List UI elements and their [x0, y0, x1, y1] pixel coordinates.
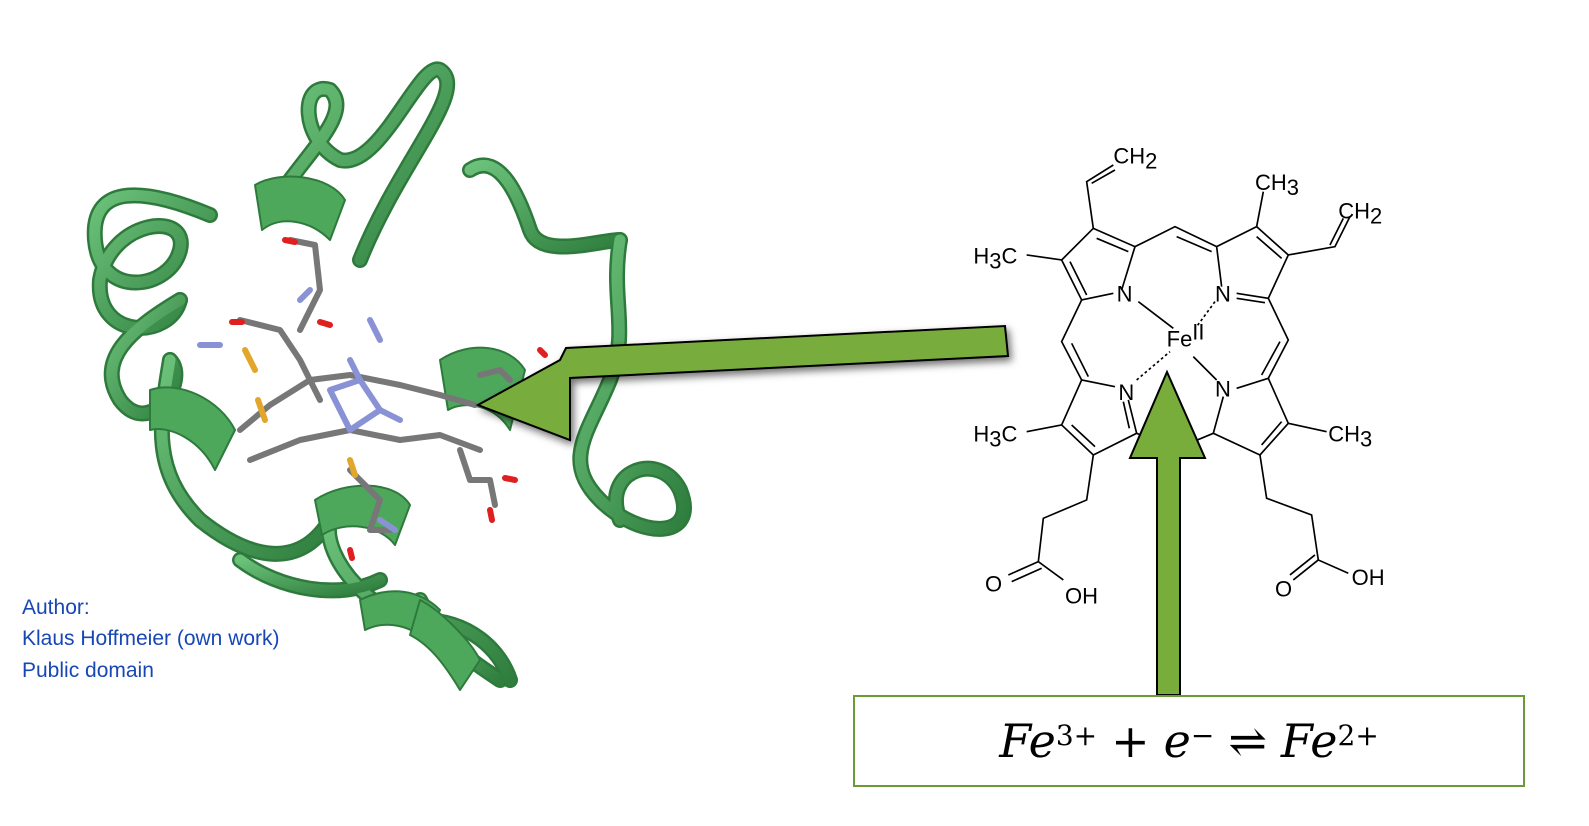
attribution-author-label: Author: [22, 596, 90, 619]
svg-text:O: O [1275, 577, 1292, 602]
svg-text:N: N [1118, 380, 1134, 405]
svg-text:CH3: CH3 [1255, 170, 1299, 200]
svg-text:N: N [1215, 282, 1231, 307]
svg-text:CH2: CH2 [1113, 143, 1157, 173]
svg-text:N: N [1117, 282, 1133, 307]
protein-ribbon-image [86, 61, 692, 691]
svg-text:H3C: H3C [973, 422, 1017, 452]
equation-electron-charge: − [1190, 718, 1215, 752]
heme-structure: CH2 CH3 CH2 H3C H3C CH3 N N N N FeII O O… [973, 143, 1384, 608]
svg-text:O: O [985, 572, 1002, 597]
equation-reactant: Fe [999, 714, 1056, 768]
equation-plus: + [1111, 714, 1150, 768]
equation-electron: e [1163, 714, 1191, 768]
svg-text:N: N [1215, 377, 1231, 402]
arrow-to-iron-center [1128, 369, 1207, 696]
equilibrium-arrow: ⇌ [1228, 714, 1267, 768]
arrow-to-heme-pocket [475, 324, 1010, 442]
svg-text:FeII: FeII [1167, 319, 1205, 351]
svg-text:CH2: CH2 [1338, 198, 1382, 228]
equation-product: Fe [1280, 714, 1338, 768]
svg-text:OH: OH [1065, 583, 1098, 608]
attribution-author-name[interactable]: Klaus Hoffmeier (own work) [22, 627, 280, 650]
equation-reactant-charge: 3+ [1055, 718, 1098, 752]
svg-text:CH3: CH3 [1328, 422, 1372, 452]
attribution-license[interactable]: Public domain [22, 659, 154, 682]
equation-product-charge: 2+ [1337, 718, 1379, 752]
svg-text:H3C: H3C [973, 243, 1017, 273]
svg-text:OH: OH [1352, 565, 1385, 590]
